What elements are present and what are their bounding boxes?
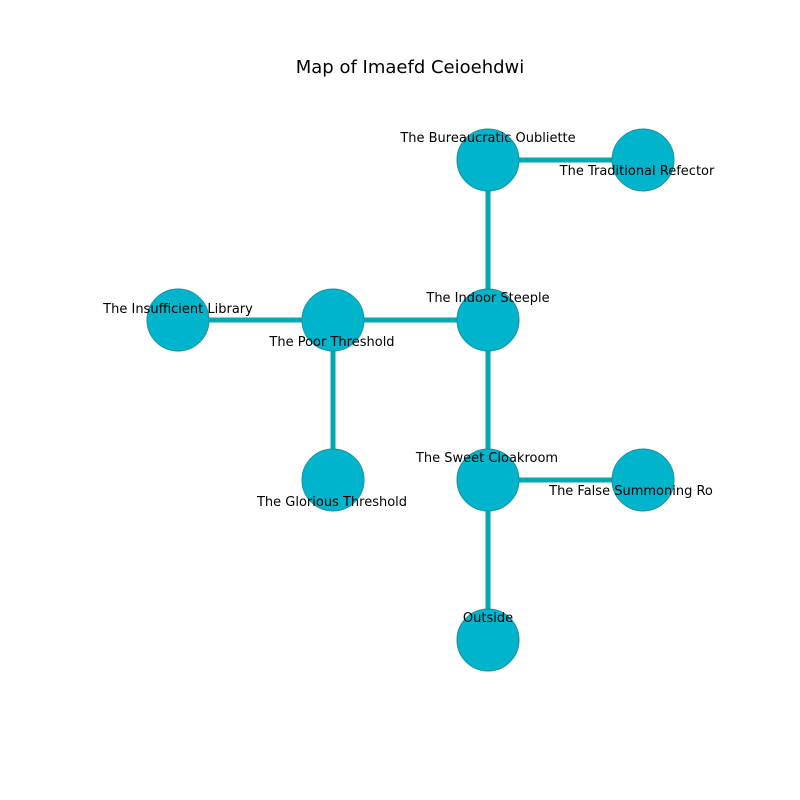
room-label-indoor-steeple: The Indoor Steeple (425, 291, 549, 306)
room-label-sweet-cloakroom: The Sweet Cloakroom (415, 451, 558, 466)
room-node-sweet-cloakroom (456, 448, 520, 512)
room-label-glorious-threshold: The Glorious Threshold (256, 495, 407, 510)
room-node-indoor-steeple (456, 288, 520, 352)
map-title: Map of Imaefd Ceioehdwi (296, 57, 525, 78)
room-node-insufficient-library (146, 288, 210, 352)
room-node-glorious-threshold (301, 448, 365, 512)
room-label-false-summoning: The False Summoning Ro (548, 484, 713, 499)
room-label-traditional-refectory: The Traditional Refector (559, 164, 715, 179)
room-label-bureaucratic-oubliette: The Bureaucratic Oubliette (399, 131, 575, 146)
connections-layer (178, 157, 643, 640)
room-node-bureaucratic-oubliette (456, 128, 520, 192)
room-label-insufficient-library: The Insufficient Library (102, 302, 253, 317)
room-node-poor-threshold (301, 288, 365, 352)
rooms-layer (146, 128, 675, 672)
room-label-outside: Outside (463, 611, 513, 626)
room-node-outside (456, 608, 520, 672)
room-node-false-summoning (611, 448, 675, 512)
room-label-poor-threshold: The Poor Threshold (268, 335, 394, 350)
room-node-traditional-refectory (611, 128, 675, 192)
